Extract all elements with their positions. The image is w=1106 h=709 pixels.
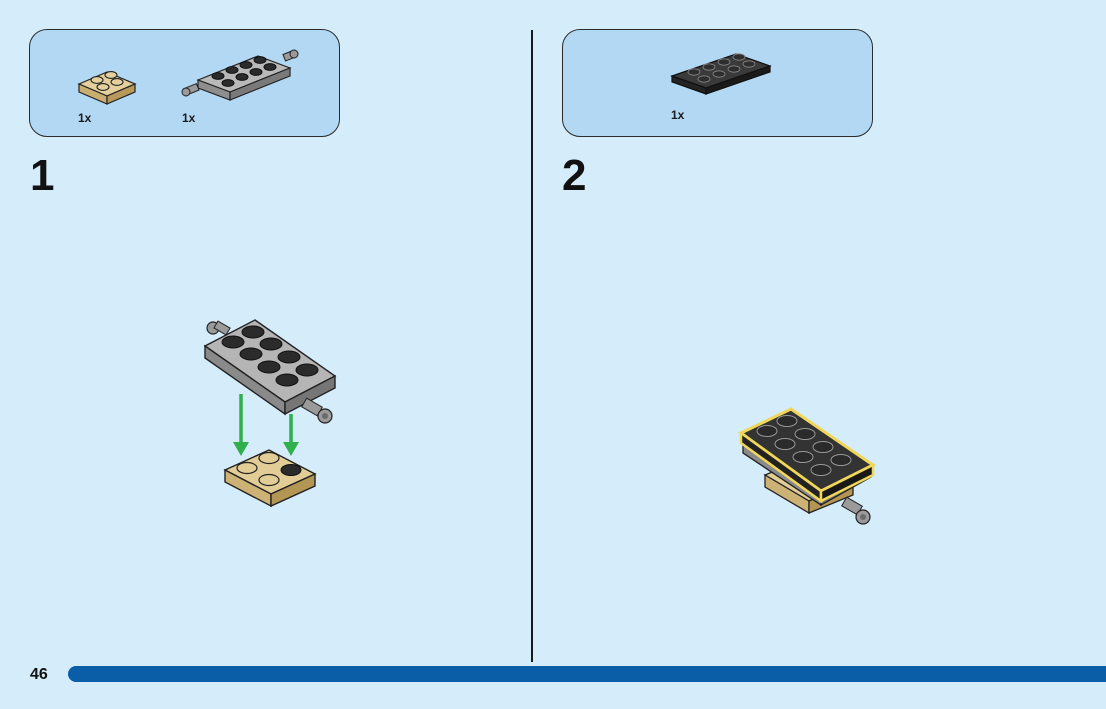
step-1-assembly-illustration: [203, 319, 337, 508]
step-2-assembly-illustration: [738, 407, 876, 525]
part-quantity: 1x: [671, 108, 685, 122]
step-number: 1: [30, 151, 55, 200]
step-divider-line: [531, 30, 533, 662]
footer-bar: [68, 666, 1106, 682]
gray-plate-2x4-with-pins-icon: [181, 49, 299, 101]
page-number: 46: [30, 666, 48, 683]
tan-plate-2x2-icon: [77, 71, 137, 105]
part-quantity: 1x: [78, 111, 92, 125]
black-plate-2x4-icon: [670, 53, 772, 95]
part-quantity: 1x: [182, 111, 196, 125]
step-number: 2: [562, 151, 587, 200]
